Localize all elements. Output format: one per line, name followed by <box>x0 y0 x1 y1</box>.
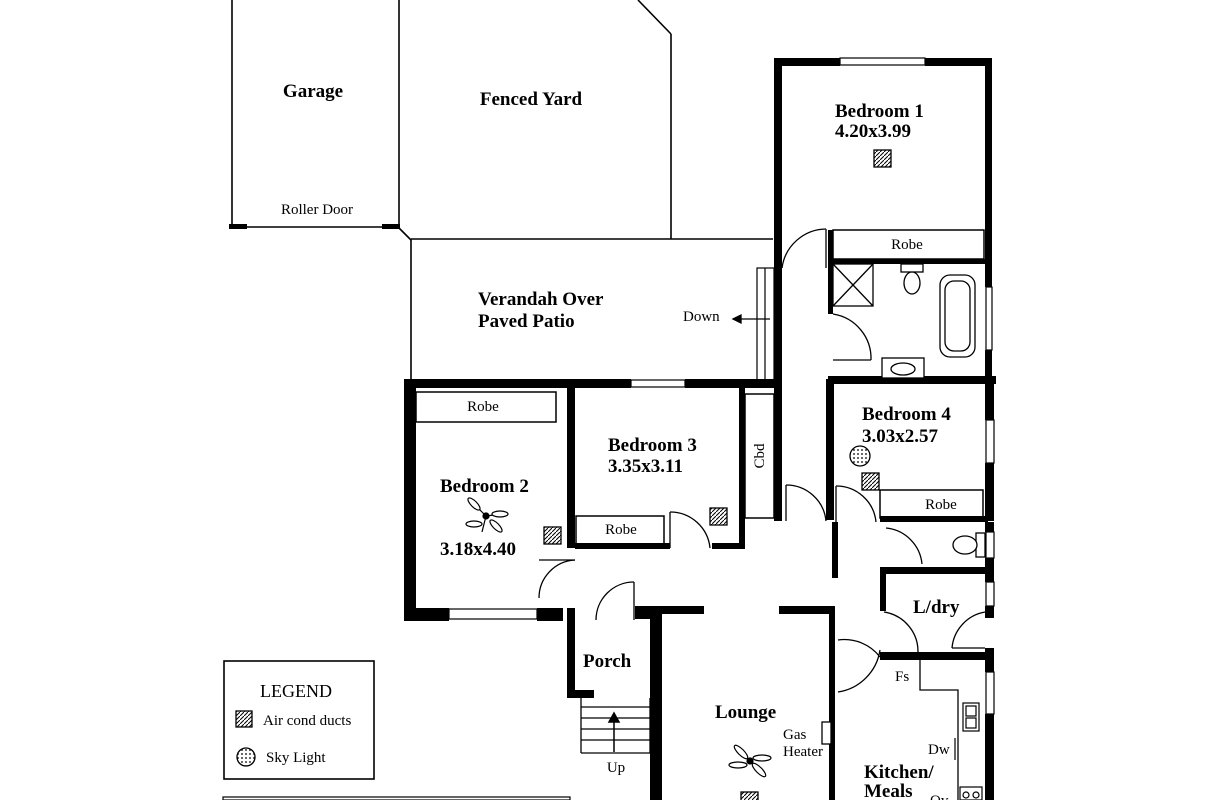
bathroom-door-swing <box>832 313 872 361</box>
bedroom2-door-swing <box>538 559 576 599</box>
robe3-label: Robe <box>605 522 637 538</box>
legend: LEGEND Air cond ducts Sky Light <box>223 660 375 780</box>
ceiling-fan-icon <box>465 497 509 533</box>
kitchen-door-swing <box>837 649 881 693</box>
ov-label: Ov <box>930 793 949 800</box>
laundry-window <box>985 581 995 607</box>
robe2-outline <box>415 391 557 423</box>
kitchen-label-line2: Meals <box>864 781 913 800</box>
cbd-right-wall <box>774 381 782 521</box>
porch-label: Porch <box>583 651 632 672</box>
hall-mid-door-left-swing <box>785 484 827 522</box>
air-cond-duct-icon <box>873 149 892 168</box>
gas-heater <box>821 721 832 745</box>
bathroom-walls <box>828 259 996 384</box>
hall-right-door-swing <box>837 638 881 658</box>
air-cond-duct-icon <box>861 472 880 491</box>
cooktop-icon <box>959 786 983 800</box>
bedroom3-size: 3.35x3.11 <box>608 456 683 477</box>
kitchen-label-line1: Kitchen/ <box>864 762 934 783</box>
robe2-label: Robe <box>467 399 499 415</box>
toilet-icon <box>900 263 924 295</box>
robe3-outline <box>575 515 665 545</box>
robe1-divider-wall <box>828 230 833 264</box>
robe4-outline <box>879 489 984 519</box>
bedroom4-size: 3.03x2.57 <box>862 426 939 447</box>
air-cond-duct-icon <box>543 526 562 545</box>
legend-title: LEGEND <box>260 681 332 701</box>
sliding-door <box>756 267 775 382</box>
verandah-label-line1: Verandah Over <box>478 289 604 310</box>
legend-sky-light-label: Sky Light <box>266 750 326 766</box>
sky-light-icon <box>849 445 871 467</box>
dw-label: Dw <box>928 742 950 758</box>
robe4-label: Robe <box>925 497 957 513</box>
kitchen-window <box>985 671 995 715</box>
bedroom1-walls <box>774 58 992 263</box>
bath-icon <box>939 274 976 358</box>
bedroom4-door-swing <box>835 485 877 523</box>
gas-heater-label-line2: Heater <box>783 744 823 760</box>
fs-label: Fs <box>895 669 909 685</box>
bedroom3-name: Bedroom 3 <box>608 435 697 456</box>
bedroom2-size: 3.18x4.40 <box>440 539 516 560</box>
garage-label: Garage <box>283 81 343 102</box>
wc-toilet-icon <box>952 532 986 558</box>
sky-light-icon <box>236 747 256 767</box>
verandah-label-line2: Paved Patio <box>478 311 575 332</box>
gas-heater-label-line1: Gas <box>783 727 806 743</box>
entry-stairs <box>580 698 651 754</box>
bottom-fence-line <box>222 796 571 800</box>
kitchen-right-wall <box>985 714 994 800</box>
wc-door-swing <box>885 527 923 565</box>
roller-door-jamb-left <box>229 224 247 229</box>
bedroom3-window <box>630 379 686 388</box>
bedroom1-window <box>839 57 926 66</box>
hall-wall-left-upper <box>774 263 782 381</box>
laundry-label: L/dry <box>913 597 960 618</box>
bedroom1-name: Bedroom 1 <box>835 101 924 122</box>
hall-right-wall <box>832 522 838 578</box>
kitchen-bench <box>919 660 959 800</box>
roller-door-label: Roller Door <box>281 202 353 218</box>
shower-icon <box>832 263 874 307</box>
laundry-external-door-swing <box>951 611 986 649</box>
bedroom2-walls <box>404 379 575 621</box>
bedroom2-window <box>448 608 538 620</box>
air-cond-duct-icon <box>235 710 253 728</box>
up-label: Up <box>607 760 625 776</box>
wc-window <box>985 531 995 559</box>
air-cond-duct-icon <box>709 507 728 526</box>
sink-icon <box>962 702 980 732</box>
basin-icon <box>881 357 925 379</box>
bedroom3-walls <box>575 388 745 549</box>
south-verandah-wall <box>404 379 782 388</box>
bedroom4-window <box>985 419 995 464</box>
down-arrow-icon <box>731 313 770 325</box>
bedroom4-walls <box>826 379 994 522</box>
down-label: Down <box>683 309 720 325</box>
cbd-label: Cbd <box>752 443 768 469</box>
bedroom3-door-swing <box>669 511 711 549</box>
ceiling-fan-icon <box>728 744 772 778</box>
bedroom4-name: Bedroom 4 <box>862 404 951 425</box>
entry-door-swing <box>595 581 635 621</box>
wc-walls <box>880 522 994 578</box>
laundry-walls <box>880 567 994 672</box>
bedroom2-name: Bedroom 2 <box>440 476 529 497</box>
bedroom1-size: 4.20x3.99 <box>835 121 911 142</box>
bathroom-window <box>985 286 993 351</box>
fenced-yard-label: Fenced Yard <box>480 89 583 110</box>
robe1-label: Robe <box>891 237 923 253</box>
laundry-door-swing <box>883 611 919 653</box>
stair-arrow-icon <box>607 711 621 752</box>
legend-air-cond-label: Air cond ducts <box>263 713 351 729</box>
porch-walls <box>567 606 835 800</box>
roller-door-jamb-right <box>382 224 400 229</box>
air-cond-duct-icon <box>740 791 759 800</box>
hall-top-door-swing <box>781 228 827 269</box>
lounge-label: Lounge <box>715 702 776 723</box>
garage-outline <box>231 0 773 382</box>
